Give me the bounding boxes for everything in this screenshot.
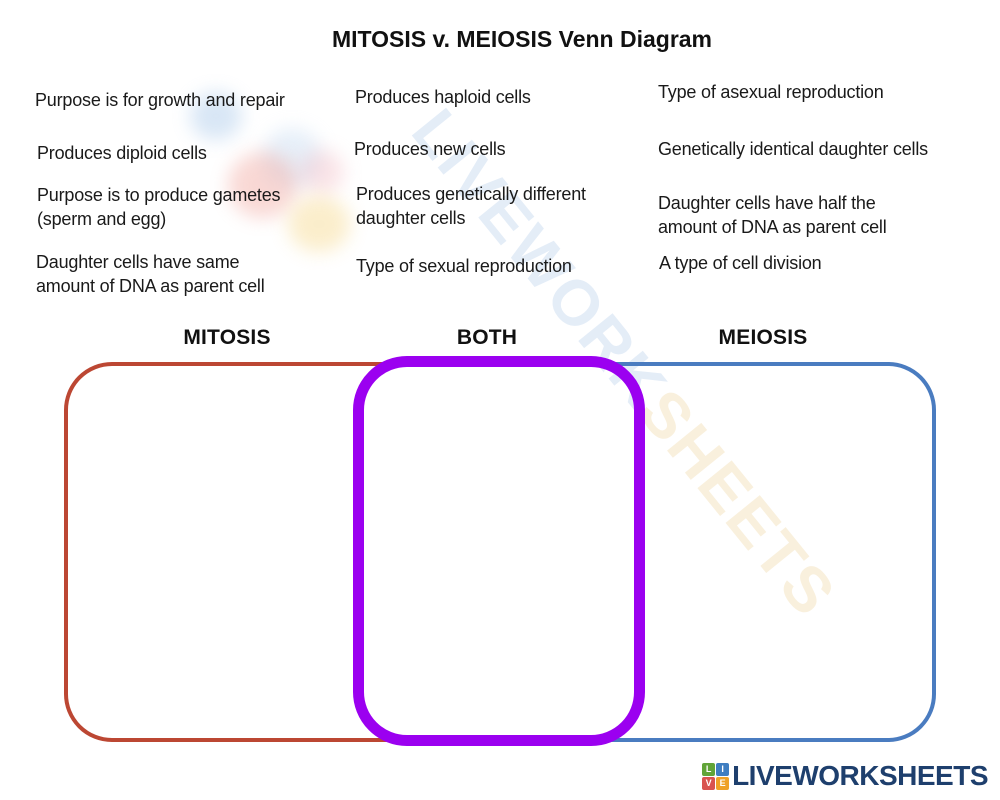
word-bank-item[interactable]: Daughter cells have same amount of DNA a… xyxy=(36,252,265,296)
page-title: MITOSIS v. MEIOSIS Venn Diagram xyxy=(331,26,713,52)
both-zone[interactable] xyxy=(353,356,645,746)
logo-block-e: E xyxy=(716,776,730,790)
logo-block-v: V xyxy=(702,776,716,790)
watermark-blob xyxy=(288,196,350,252)
word-bank-item[interactable]: Daughter cells have half the amount of D… xyxy=(658,193,887,237)
word-bank-item[interactable]: Type of sexual reproduction xyxy=(356,256,572,276)
word-bank-item[interactable]: Produces haploid cells xyxy=(355,87,531,107)
word-bank-item[interactable]: Produces new cells xyxy=(354,139,506,159)
word-bank-item[interactable]: Produces genetically different daughter … xyxy=(356,184,586,228)
word-bank-item[interactable]: Produces diploid cells xyxy=(37,143,207,163)
word-bank-item[interactable]: Type of asexual reproduction xyxy=(658,82,884,102)
logo-block-i: I xyxy=(716,762,730,776)
word-bank-item[interactable]: Genetically identical daughter cells xyxy=(658,139,928,159)
word-bank-item[interactable]: A type of cell division xyxy=(659,253,822,273)
word-bank-item[interactable]: Purpose is to produce gametes (sperm and… xyxy=(37,185,281,229)
watermark-blob xyxy=(300,150,344,194)
both-header: BOTH xyxy=(456,326,518,349)
meiosis-header: MEIOSIS xyxy=(718,326,808,349)
logo-block-l: L xyxy=(702,762,716,776)
mitosis-header: MITOSIS xyxy=(183,326,271,349)
liveworksheets-logo-icon: L I V E xyxy=(702,762,730,790)
liveworksheets-logo-text: LIVEWORKSHEETS xyxy=(732,760,988,791)
word-bank-item[interactable]: Purpose is for growth and repair xyxy=(35,90,285,110)
liveworksheets-logo: L I V E LIVEWORKSHEETS xyxy=(702,760,988,792)
watermark-blob xyxy=(262,128,322,188)
